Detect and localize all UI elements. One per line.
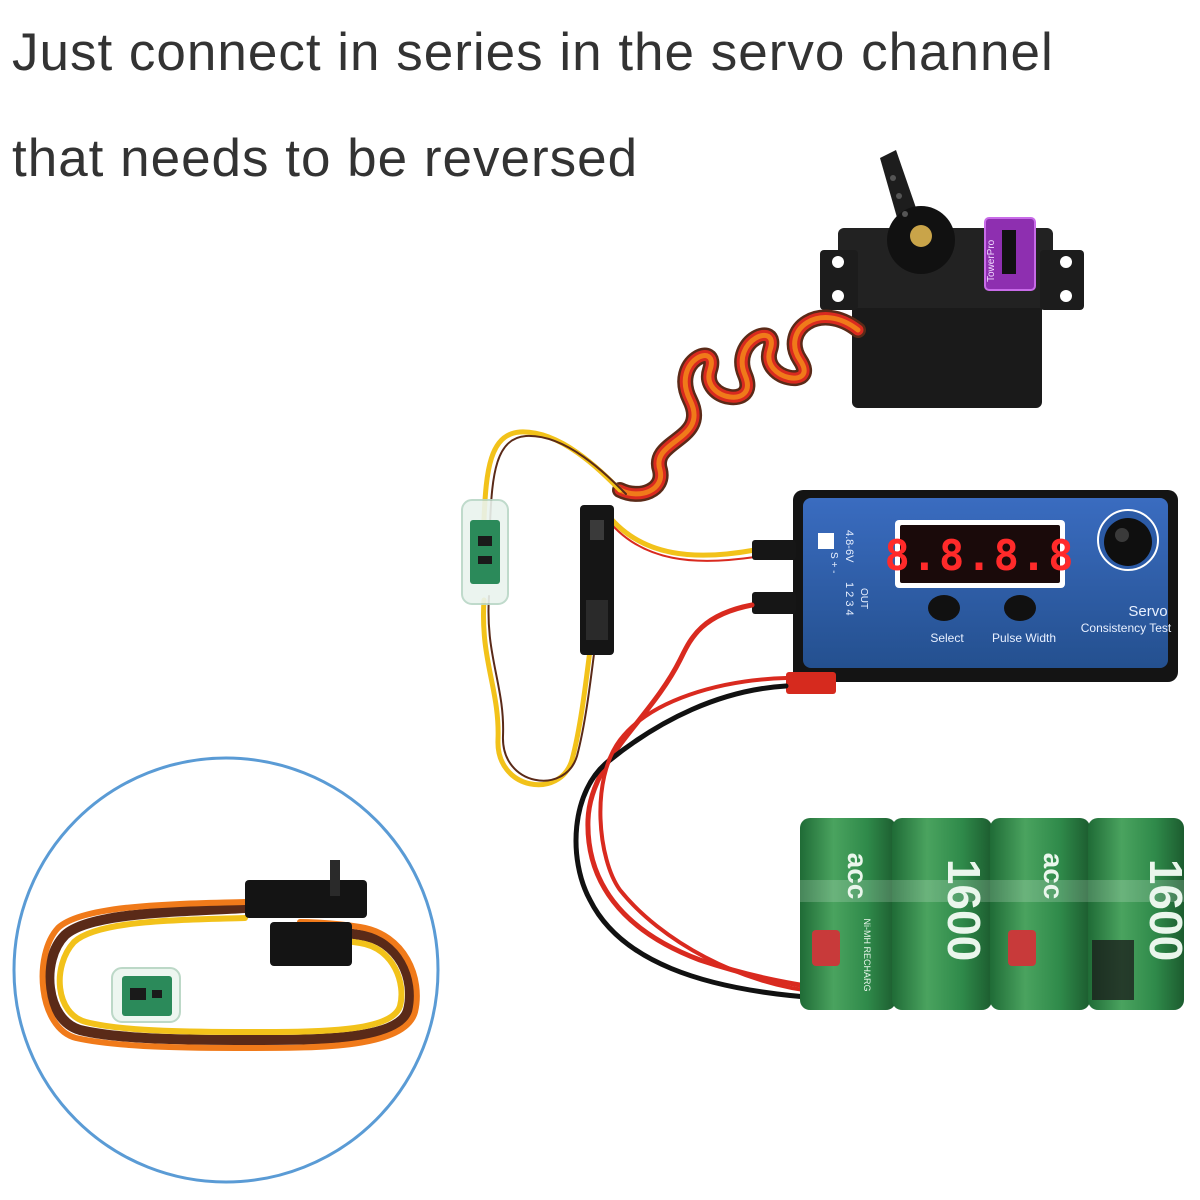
battery-tape [1092, 940, 1134, 1000]
servo-body [852, 300, 1042, 408]
battery-brand-badge [812, 930, 840, 966]
servo-tester: 4.8-6V OUT 1 2 3 4 S + - 8.8.8.8 Select … [752, 490, 1178, 694]
pulse-width-button[interactable] [1004, 595, 1036, 621]
wire-red-to-tester [603, 514, 756, 562]
inset-connector-latch [330, 860, 340, 896]
adjust-knob[interactable] [1104, 518, 1152, 566]
inset-wire-yellow [56, 915, 405, 1035]
wire-brown-bottom [487, 595, 596, 782]
battery-cell-3 [990, 818, 1090, 1010]
inset-wire-brown [44, 903, 415, 1045]
inset-wire-loop [39, 899, 420, 1051]
inset-pcb [122, 976, 172, 1016]
battery-shrinkwrap-glare [800, 880, 1184, 902]
servo-hole [1060, 290, 1072, 302]
led-display [900, 525, 1060, 583]
servo-screw [910, 225, 932, 247]
wire-black-power [573, 683, 823, 1001]
tester-plug-2 [752, 592, 796, 614]
wire-brown-top [489, 434, 627, 525]
reverser-wire-loop [480, 429, 758, 788]
tester-out-label: OUT [858, 588, 869, 609]
inset-closeup [12, 756, 440, 1184]
servo-hole [832, 290, 844, 302]
inset-ring [12, 756, 440, 1184]
inset-wire-orange [39, 899, 420, 1051]
tester-port-numbers: 1 2 3 4 [843, 582, 855, 616]
battery-capacity-2: 1600 [1140, 859, 1192, 961]
battery-brand-badge [1008, 930, 1036, 966]
battery-logo-1: acc [842, 853, 873, 900]
battery-capacity-1: 1600 [938, 859, 990, 961]
tester-port-legend [818, 533, 834, 549]
reverser-pcb [470, 520, 500, 584]
caption-line-1: Just connect in series in the servo chan… [12, 23, 1054, 82]
wire-yellow-to-tester [601, 507, 758, 558]
battery-cell-1 [800, 818, 896, 1010]
battery-type-label: Ni-MH RECHARG [862, 919, 872, 992]
inset-chip [130, 988, 146, 1000]
coil-orange [617, 315, 861, 497]
tester-subtitle: Consistency Test [1081, 621, 1172, 635]
servo-hole [1060, 256, 1072, 268]
pulse-width-label: Pulse Width [992, 631, 1056, 645]
inset-chip [152, 990, 162, 998]
wire-yellow-bottom [480, 597, 593, 788]
reverser-module [461, 499, 509, 605]
battery-cell-2 [892, 818, 992, 1010]
select-button[interactable] [928, 595, 960, 621]
tester-voltage-label: 4.8-6V [843, 530, 855, 563]
reverser-chip [478, 556, 492, 564]
servo-horn-hole [896, 193, 902, 199]
servo-motor: TowerPro [820, 150, 1084, 408]
select-button-label: Select [930, 631, 964, 645]
jst-connector [786, 672, 836, 694]
servo-brand: TowerPro [986, 239, 997, 282]
servo-coiled-lead [612, 309, 866, 502]
tester-title: Servo [1128, 603, 1167, 620]
connector-latch [590, 520, 604, 540]
servo-ear-left [820, 250, 858, 310]
servo-horn-hole [890, 175, 896, 181]
inset-connector-bottom [270, 922, 352, 966]
battery-pack: 1600 1600 acc acc Ni-MH RECHARG [800, 818, 1192, 1010]
servo-horn-hole [902, 211, 908, 217]
servo-label-window [1002, 230, 1016, 274]
tester-signal-marks: S + - [828, 552, 839, 573]
connector-plug [586, 600, 608, 640]
servo-ear-right [1040, 250, 1084, 310]
reverser-chip [478, 536, 492, 546]
caption-line-2: that needs to be reversed [12, 129, 639, 188]
inset-connector-top [245, 880, 367, 918]
wire-red-jst [598, 676, 822, 994]
servo-hole [832, 256, 844, 268]
power-wires [573, 602, 833, 1001]
tester-plug-1 [752, 540, 796, 560]
led-digits: 8.8.8.8 [884, 531, 1075, 580]
inline-connector [580, 505, 614, 655]
battery-logo-2: acc [1038, 853, 1069, 900]
knob-highlight [1115, 528, 1129, 542]
